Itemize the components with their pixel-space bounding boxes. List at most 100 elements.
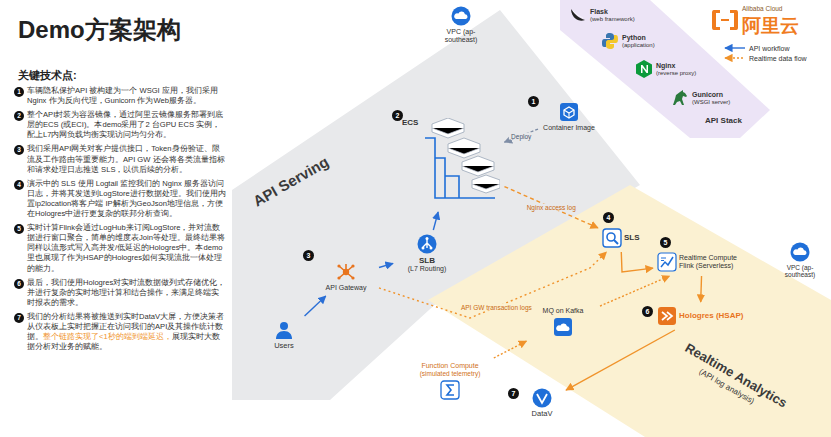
legend-row: API workflow — [722, 44, 807, 52]
node-name: Container Image — [543, 124, 595, 132]
bullet-row: 1车辆隐私保护API 被构建为一个 WSGI 应用，我们采用 Nginx 作为反… — [14, 86, 226, 106]
bullet-text: 实时计算Flink会通过LogHub来订阅LogStore，并对流数据进行窗口聚… — [27, 223, 225, 272]
legend-row: Realtime data flow — [722, 54, 807, 62]
service-node: Container Image — [540, 100, 598, 134]
service-icon — [634, 59, 654, 79]
bullet-row: 4演示中的 SLS 使用 Logtail 监控我们的 Nginx 服务器访问日志… — [14, 179, 226, 219]
legend-text: API workflow — [749, 45, 789, 52]
service-node: Flask(web framework) — [566, 3, 637, 27]
connector-label: Deploy — [509, 132, 533, 139]
service-node: DataV — [520, 386, 564, 421]
service-node: Function Compute(simulated telemetry) — [400, 360, 500, 402]
service-node: ECS — [400, 116, 502, 210]
callout-number: 5 — [660, 237, 671, 248]
bullet-text: 车辆隐私保护API 被构建为一个 WSGI 应用，我们采用 Nginx 作为反向… — [27, 86, 218, 105]
legend-sample — [722, 54, 746, 62]
service-node: API Gateway — [315, 260, 377, 294]
text-group: SLB(L7 Routing) — [408, 256, 447, 273]
service-node: Users — [262, 318, 306, 353]
node-name: Python — [622, 34, 646, 42]
bullet-number: 6 — [14, 279, 24, 289]
bullet-text: 演示中的 SLS 使用 Logtail 监控我们的 Nginx 服务器访问日志，… — [27, 179, 226, 218]
node-name: Realtime Compute Flink (Serverless) — [679, 254, 747, 270]
service-icon — [417, 234, 437, 254]
logo-text: 阿里云 — [742, 13, 799, 39]
text-group: Hologres (HSAP) — [679, 311, 743, 320]
callout-number: 6 — [642, 306, 653, 317]
service-node: VPC (ap-southeast) — [430, 4, 492, 46]
bullet-text-block: 整个API封装为容器镜像，通过阿里云镜像服务部署到底层的ECS (或ECI)。本… — [27, 110, 226, 140]
service-icon — [602, 228, 622, 248]
text-group: Gunicorn(WSGI server) — [692, 91, 730, 106]
node-name: MQ on Kafka — [543, 307, 584, 315]
service-node: VPC (ap-southeast) — [772, 240, 828, 281]
service-icon — [440, 380, 460, 400]
service-node: SLS — [600, 226, 642, 250]
text-group: VPC (ap-southeast) — [774, 264, 826, 279]
bullet-number: 5 — [14, 224, 24, 234]
bullet-row: 7我们的分析结果将被推送到实时DataV大屏，方便决策者从仪表板上实时把握正在访… — [14, 312, 226, 352]
callout-number: 1 — [528, 96, 539, 107]
section-heading: 关键技术点: — [18, 68, 77, 83]
node-subtitle: (application) — [622, 42, 655, 49]
service-node: SLB(L7 Routing) — [395, 232, 459, 275]
service-node: Realtime Compute Flink (Serverless) — [655, 250, 749, 274]
node-name: DataV — [532, 410, 553, 419]
node-name: Users — [274, 342, 294, 351]
node-name: API Gateway — [326, 284, 367, 292]
bullet-number: 7 — [14, 313, 24, 323]
bullet-row: 2整个API封装为容器镜像，通过阿里云镜像服务部署到底层的ECS (或ECI)。… — [14, 110, 226, 140]
text-group: DataV — [532, 410, 553, 419]
text-group: MQ on Kafka — [543, 307, 584, 315]
text-group: Function Compute(simulated telemetry) — [420, 362, 481, 378]
service-icon — [336, 262, 356, 282]
service-icon — [657, 306, 677, 326]
node-name: VPC (ap-southeast) — [774, 264, 826, 279]
callout-number: 7 — [508, 388, 519, 399]
bullet-number: 2 — [14, 111, 24, 121]
bullet-number: 3 — [14, 145, 24, 155]
region-title: API Stack — [705, 116, 742, 125]
service-icon — [451, 6, 471, 26]
slide-title: Demo方案架构 — [18, 14, 181, 46]
callout-number: 3 — [303, 250, 314, 261]
bullet-text-block: 我们采用API网关对客户提供接口，Token身份验证、限流及工作路由等重要能力。… — [27, 144, 226, 174]
service-node: Gunicorn(WSGI server) — [668, 86, 732, 110]
service-icon — [559, 102, 579, 122]
logo-text: Alibaba Cloud — [742, 5, 782, 12]
callout-number: 2 — [392, 110, 403, 121]
service-icon — [790, 242, 810, 262]
text-group: Flask(web framework) — [590, 8, 635, 23]
node-subtitle: (L7 Routing) — [408, 265, 447, 273]
service-icon — [670, 88, 690, 108]
node-name: Nginx — [656, 62, 675, 70]
node-subtitle: (reverse proxy) — [656, 70, 696, 77]
bullet-text-block: 最后，我们使用Hologres对实时流数据做列式存储优化，并进行复杂的实时地理计… — [27, 278, 226, 308]
key-points-panel: 1车辆隐私保护API 被构建为一个 WSGI 应用，我们采用 Nginx 作为反… — [14, 86, 226, 352]
connector-label: Nginx access log — [525, 204, 578, 211]
region-title: API Serving — [250, 153, 331, 210]
node-name: VPC (ap-southeast) — [432, 28, 490, 44]
text-group: ECS — [402, 118, 418, 127]
legend: API workflowRealtime data flow — [722, 44, 807, 62]
service-icon — [600, 31, 620, 51]
node-name: Flask — [590, 8, 608, 16]
legend-sample — [722, 44, 746, 52]
bullet-text-block: 演示中的 SLS 使用 Logtail 监控我们的 Nginx 服务器访问日志，… — [27, 179, 226, 219]
bullet-text: 最后，我们使用Hologres对实时流数据做列式存储优化，并进行复杂的实时地理计… — [27, 278, 225, 307]
bullet-number: 1 — [14, 87, 24, 97]
node-subtitle: (WSGI server) — [692, 99, 730, 106]
text-group: Python(application) — [622, 34, 655, 49]
text-group: VPC (ap-southeast) — [432, 28, 490, 44]
text-group: Container Image — [543, 124, 595, 132]
text-group: Users — [274, 342, 294, 351]
service-node: Nginx(reverse proxy) — [632, 57, 698, 81]
node-name: ECS — [402, 118, 418, 127]
service-icon — [568, 5, 588, 25]
text-group: API Gateway — [326, 284, 367, 292]
bullet-text: 整个API封装为容器镜像，通过阿里云镜像服务部署到底层的ECS (或ECI)。本… — [27, 110, 223, 139]
bullet-text-block: 我们的分析结果将被推送到实时DataV大屏，方便决策者从仪表板上实时把握正在访问… — [27, 312, 226, 352]
text-group: Nginx(reverse proxy) — [656, 62, 696, 77]
service-icon — [553, 317, 573, 337]
